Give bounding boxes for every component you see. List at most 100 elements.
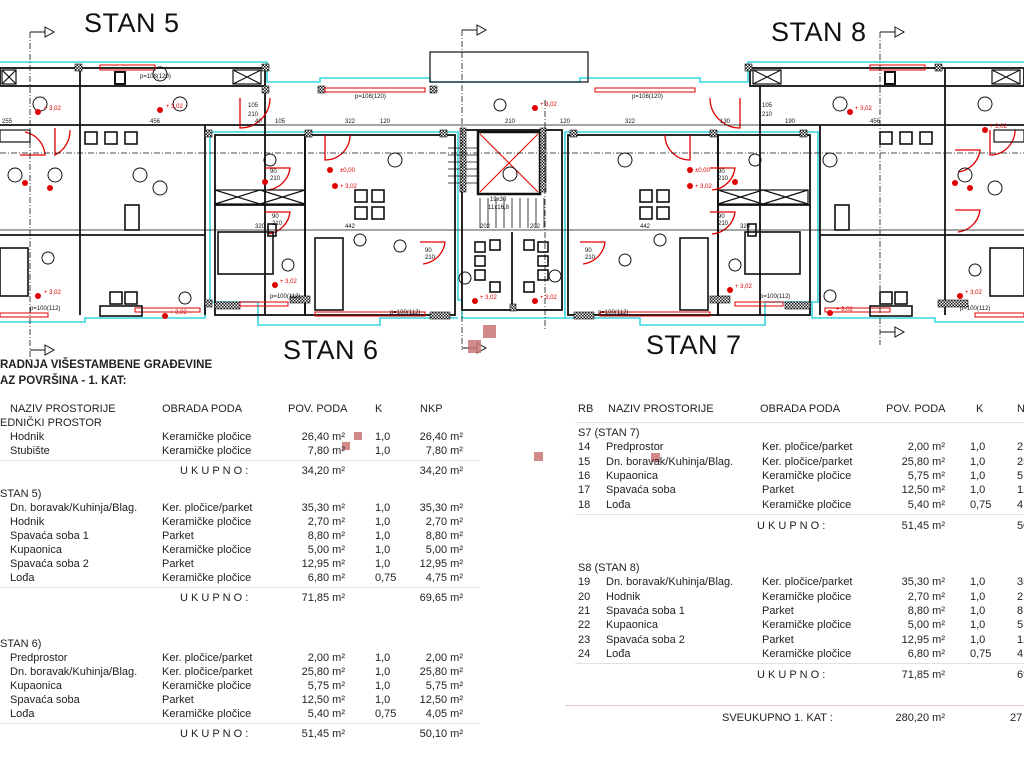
room-name: Dn. boravak/Kuhinja/Blag. [606, 576, 734, 589]
row-number: 22 [578, 619, 591, 632]
room-name: Predprostor [606, 441, 664, 454]
total-area: 51,45 m² [301, 728, 345, 740]
coefficient: 1,0 [375, 680, 391, 692]
net-area: 5, [1017, 619, 1024, 632]
svg-text:+ 3,02: + 3,02 [965, 290, 983, 296]
header-rb: RB [578, 403, 594, 415]
total-label: U K U P N O : [757, 668, 826, 681]
row-divider [0, 460, 480, 461]
floor-finish: Keramičke pločice [162, 572, 252, 584]
net-area: 5,00 m² [425, 544, 463, 556]
coefficient: 1,0 [970, 590, 986, 603]
svg-text:+ 3,02: + 3,02 [855, 106, 873, 112]
marker-square [342, 442, 350, 450]
svg-text:320: 320 [740, 224, 751, 230]
room-name: Predprostor [10, 652, 68, 664]
svg-text:190: 190 [785, 119, 796, 125]
room-name: Lođa [606, 498, 631, 511]
total-net-area: 69,65 m² [419, 592, 463, 604]
net-area: 2,70 m² [425, 516, 463, 528]
row-number: 23 [578, 633, 591, 646]
grand-total-label: SVEUKUPNO 1. KAT : [722, 712, 833, 724]
floor-area: 6,80 m² [907, 647, 945, 660]
coefficient: 0,75 [970, 498, 992, 511]
net-area: 12 [1017, 633, 1024, 646]
total-net-area: 50 [1017, 519, 1024, 532]
floor-finish: Ker. pločice/parket [162, 666, 253, 678]
room-name: Spavaća soba [606, 484, 676, 497]
floor-finish: Keramičke pločice [762, 619, 852, 632]
svg-text:p=108(120): p=108(120) [140, 74, 171, 80]
floor-area: 2,70 m² [307, 516, 345, 528]
svg-text:210: 210 [248, 112, 259, 118]
net-area: 35 [1017, 576, 1024, 589]
svg-text:+ 3,02: + 3,02 [990, 124, 1008, 130]
svg-text:+ 3,02: + 3,02 [166, 104, 184, 110]
row-number: 16 [578, 469, 591, 482]
svg-text:90: 90 [718, 214, 725, 220]
svg-text:442: 442 [640, 224, 651, 230]
net-area: 25,80 m² [419, 666, 463, 678]
coefficient: 1,0 [375, 694, 391, 706]
total-area: 71,85 m² [901, 668, 945, 681]
net-area: 5, [1017, 469, 1024, 482]
coefficient: 1,0 [375, 516, 391, 528]
row-number: 20 [578, 590, 591, 603]
dimension-labels: p=108(120)p=108(120)p=108(120) 105210105… [2, 74, 990, 316]
floor-finish: Keramičke pločice [162, 544, 252, 556]
group-title: S8 (STAN 8) [578, 562, 640, 574]
net-area: 5,75 m² [425, 680, 463, 692]
floor-area: 2,00 m² [907, 441, 945, 454]
floor-finish: Ker. pločice/parket [762, 576, 853, 589]
svg-text:456: 456 [870, 119, 881, 125]
group-title: S7 (STAN 7) [578, 427, 640, 439]
floor-finish: Keramičke pločice [162, 445, 252, 457]
floor-area: 35,30 m² [301, 502, 345, 514]
svg-text:320: 320 [255, 224, 266, 230]
svg-text:322: 322 [625, 119, 636, 125]
room-name: Kupaonica [606, 469, 658, 482]
header-obrada: OBRADA PODA [760, 403, 841, 415]
floor-finish: Parket [762, 484, 794, 497]
row-number: 15 [578, 455, 591, 468]
svg-text:255: 255 [2, 119, 13, 125]
room-name: Lođa [10, 708, 35, 720]
svg-text:+ 3,02: + 3,02 [280, 279, 298, 285]
net-area: 25 [1017, 455, 1024, 468]
elevator-shaft [479, 133, 539, 193]
floor-area: 7,80 m² [307, 445, 345, 457]
coefficient: 1,0 [970, 484, 986, 497]
svg-text:105: 105 [248, 103, 259, 109]
elevation-labels: + 3,02+ 3,02+ 3,02 + 3,02+ 3,02±0,00 ±0,… [44, 102, 1008, 316]
marker-square [534, 452, 543, 461]
svg-text:210: 210 [762, 112, 773, 118]
elevation-markers [22, 105, 988, 319]
total-area: 71,85 m² [301, 592, 345, 604]
net-area: 7,80 m² [425, 445, 463, 457]
grand-total-net-area: 27 [1010, 712, 1023, 724]
svg-text:p=100(112): p=100(112) [960, 306, 990, 312]
coefficient: 0,75 [375, 572, 397, 584]
room-name: Stubište [10, 445, 50, 457]
svg-text:130: 130 [720, 119, 731, 125]
svg-text:+ 3,02: + 3,02 [735, 284, 753, 290]
header-pov: POV. PODA [886, 403, 946, 415]
coefficient: 1,0 [970, 455, 986, 468]
coefficient: 1,0 [375, 666, 391, 678]
svg-text:210: 210 [718, 176, 729, 182]
group-title: STAN 6) [0, 638, 42, 650]
svg-text:442: 442 [345, 224, 356, 230]
room-name: Hodnik [10, 431, 45, 443]
floor-area: 12,50 m² [901, 484, 945, 497]
apartment-label-stan6: STAN 6 [283, 335, 379, 365]
svg-text:19x30: 19x30 [490, 197, 507, 203]
svg-text:+ 3,02: + 3,02 [44, 106, 62, 112]
apartment-label-stan5: STAN 5 [84, 8, 180, 38]
svg-text:90: 90 [270, 169, 277, 175]
coefficient: 1,0 [970, 604, 986, 617]
floor-area: 5,40 m² [307, 708, 345, 720]
svg-text:+ 3,02: + 3,02 [480, 295, 498, 301]
net-area: 12 [1017, 484, 1024, 497]
floor-area: 6,80 m² [307, 572, 345, 584]
svg-text:p=100(112): p=100(112) [30, 306, 60, 312]
